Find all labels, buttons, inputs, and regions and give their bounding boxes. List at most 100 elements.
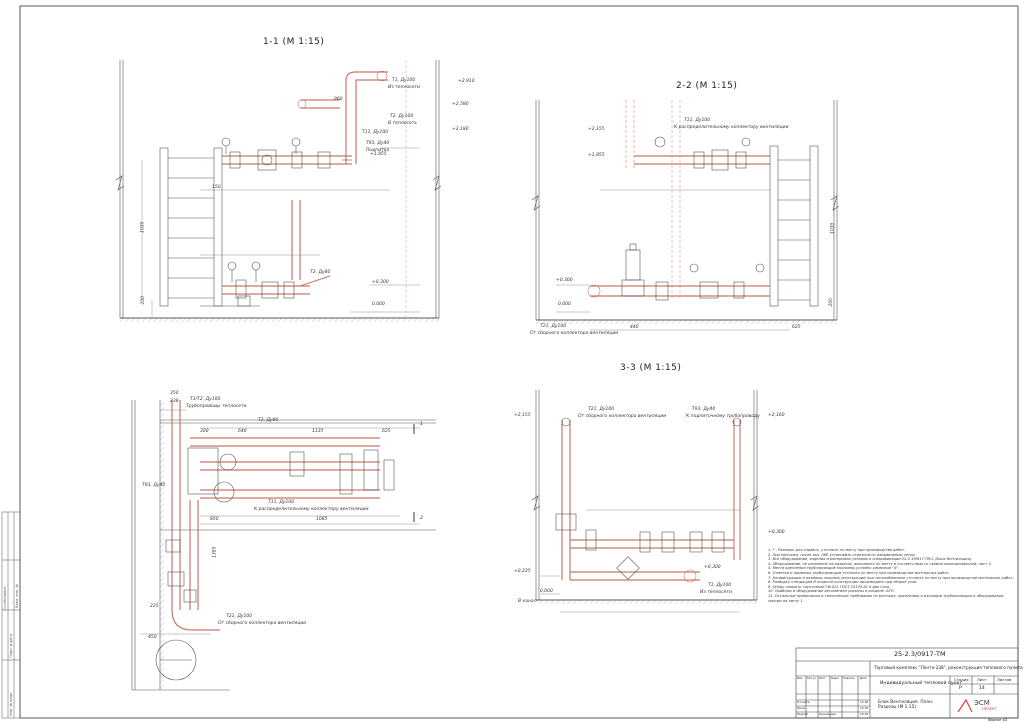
row-list: Лист bbox=[819, 677, 826, 680]
v3-label-t93-note: К подпиточному трубопроводу bbox=[686, 414, 760, 419]
view-2-2-title: 2-2 (М 1:15) bbox=[676, 81, 738, 91]
view-3-3-drawing bbox=[531, 390, 760, 613]
elev-4: +1,855 bbox=[370, 152, 387, 157]
side-vzam-inv: Взам. инв. № bbox=[15, 584, 19, 608]
date-1: 10.18 bbox=[860, 700, 869, 704]
view-1-1-title: 1-1 (М 1:15) bbox=[263, 37, 325, 47]
role-prov: Пров. bbox=[797, 706, 806, 710]
v2-label-t21: Т21, Ду100 bbox=[540, 324, 567, 329]
sheet-value: 14 bbox=[979, 686, 985, 691]
v3-label-t21-note: От сборного коллектора вентиляции bbox=[578, 414, 667, 419]
label-t2-top: Т2, Ду100 bbox=[390, 114, 414, 119]
plan-dim-350: 350 bbox=[170, 391, 179, 396]
v3-elev-3: +0,235 bbox=[514, 569, 531, 574]
plan-dim-625: 625 bbox=[382, 429, 391, 434]
v3-label-vkanal: В канал bbox=[518, 599, 537, 604]
side-inv-podl: Инв. № подл. bbox=[9, 691, 13, 716]
v2-elev-2: +1,855 bbox=[588, 153, 605, 158]
plan-label-t21: Т21, Ду100 bbox=[226, 614, 253, 619]
view-1-1-drawing bbox=[115, 60, 442, 322]
side-stamp bbox=[1, 511, 21, 719]
elev-5: +0,300 bbox=[372, 280, 389, 285]
v3-elev-5: +0,300 bbox=[704, 565, 721, 570]
label-t1-top-note: Из теплосети bbox=[388, 85, 420, 90]
view-2-2-drawing bbox=[531, 100, 840, 331]
row-date: Дата bbox=[860, 677, 867, 680]
v2-elev-4: 0,000 bbox=[558, 302, 571, 307]
elev-3: +2,180 bbox=[452, 127, 469, 132]
plan-view-drawing bbox=[131, 400, 436, 691]
label-t11: Т11, Ду100 bbox=[362, 130, 389, 135]
note-6: 6. Отметки и привязки трубопроводов уточ… bbox=[768, 570, 950, 575]
org-sub: ПРОЕКТ bbox=[982, 707, 997, 711]
note-7: 7. Конфигурацию и размеры опорных констр… bbox=[768, 575, 1014, 580]
row-sign: Подпись bbox=[843, 677, 855, 680]
dim-150: 150 bbox=[212, 185, 221, 190]
label-t2-bottom: Т2, Ду80 bbox=[310, 270, 331, 275]
plan-label-t1t2: Т1/Т2, Ду100 bbox=[190, 397, 221, 402]
v2-elev-1: +2,155 bbox=[588, 127, 605, 132]
view-3-3-title: 3-3 (М 1:15) bbox=[620, 363, 682, 373]
row-izm: Изм. bbox=[797, 677, 804, 680]
dim-200: 200 bbox=[141, 295, 147, 305]
general-notes: 1. * - Размеры для справок, уточнить по … bbox=[768, 548, 1018, 603]
plan-dim-238: 238 bbox=[170, 399, 179, 404]
note-2: 2. При монтаже, после зап. ЭКЕ установит… bbox=[768, 552, 916, 557]
note-11: 11. Остальные примечания и технические т… bbox=[768, 593, 1004, 603]
logo-mark bbox=[957, 698, 973, 713]
v3-label-t1: Т1, Ду100 bbox=[708, 583, 732, 588]
v2-dim-200: 200 bbox=[829, 297, 835, 307]
label-t1-top: Т1, Ду100 bbox=[392, 78, 416, 83]
plan-dim-1385: 1385 bbox=[212, 546, 218, 558]
stage-head: Стадия bbox=[954, 677, 969, 682]
plan-dim-1085: 1085 bbox=[316, 517, 328, 522]
v2-dim-440: 440 bbox=[630, 325, 639, 330]
elev-6: 0,000 bbox=[372, 302, 385, 307]
v2-label-t21-note: От сборного коллектора вентиляции bbox=[530, 331, 619, 336]
role-ncontr: Н.контр. bbox=[797, 700, 811, 704]
sheet-head: Лист bbox=[977, 677, 987, 682]
developer-name: Кузнецова bbox=[819, 712, 836, 716]
date-3: 10.18 bbox=[860, 712, 869, 716]
note-9: 9. Опору покрыть грунтовкой ГФ-021 ГОСТ … bbox=[768, 584, 891, 589]
v3-elev-2: +2,160 bbox=[768, 413, 785, 418]
label-t2-top-note: В теплосеть bbox=[388, 121, 417, 126]
label-t93: Т93, Ду40 bbox=[366, 141, 390, 146]
note-5: 5. Места крепления трубопроводов показан… bbox=[768, 566, 900, 571]
v3-elev-4: 0,000 bbox=[540, 589, 553, 594]
label-t93-note: Подпитка bbox=[366, 148, 390, 153]
v2-elev-3: +0,300 bbox=[556, 278, 573, 283]
section-mark-2: 2 bbox=[420, 516, 423, 521]
v3-elev-1: +2,155 bbox=[514, 413, 531, 418]
stage-value: Р bbox=[959, 686, 962, 691]
row-koluch: Кол.уч bbox=[807, 677, 816, 680]
plan-dim-450: 450 bbox=[148, 635, 157, 640]
object-name: Торговый комплекс "Лента-238", реконстру… bbox=[874, 665, 1023, 670]
side-podp-data: Подп. и дата bbox=[9, 634, 13, 658]
plan-dim-850: 850 bbox=[210, 517, 219, 522]
section-name: Индивидуальный тепловой пункт bbox=[880, 681, 963, 686]
plan-label-t2: Т2, Ду80 bbox=[258, 418, 279, 423]
v2-label-t11: Т11, Ду100 bbox=[684, 118, 711, 123]
v2-dim-625: 625 bbox=[792, 325, 801, 330]
plan-label-t1t2-note: Трубопроводы теплосети bbox=[186, 404, 247, 409]
sheet-title: Блок Вентиляция. План. Разрезы (М 1:15) bbox=[878, 700, 934, 711]
note-3: 3. Все оборудование, изделия и материалы… bbox=[768, 557, 973, 562]
plan-dim-640: 640 bbox=[238, 429, 247, 434]
elev-1: +2,910 bbox=[458, 79, 475, 84]
plan-label-t11: Т11, Ду100 bbox=[268, 500, 295, 505]
plan-label-t21-note: От сборного коллектора вентиляции bbox=[218, 621, 307, 626]
date-2: 10.18 bbox=[860, 706, 869, 710]
plan-dim-300: 300 bbox=[200, 429, 209, 434]
v3-label-t21: Т21, Ду100 bbox=[588, 407, 615, 412]
note-4: 4. Оборудование, не указанное на разреза… bbox=[768, 561, 992, 566]
v2-label-t11-note: К распределительному коллектору вентиляц… bbox=[674, 125, 789, 130]
v3-label-t93: Т93, Ду40 bbox=[692, 407, 716, 412]
side-soglasovano: Согласовано bbox=[3, 586, 7, 610]
v3-label-t1-sub: Из теплосети bbox=[700, 590, 732, 595]
title-block bbox=[795, 647, 1019, 719]
dim-1035: 1035 bbox=[140, 221, 146, 233]
dim-960: 960 bbox=[334, 97, 343, 102]
note-1: 1. * - Размеры для справок, уточнить по … bbox=[768, 548, 906, 552]
